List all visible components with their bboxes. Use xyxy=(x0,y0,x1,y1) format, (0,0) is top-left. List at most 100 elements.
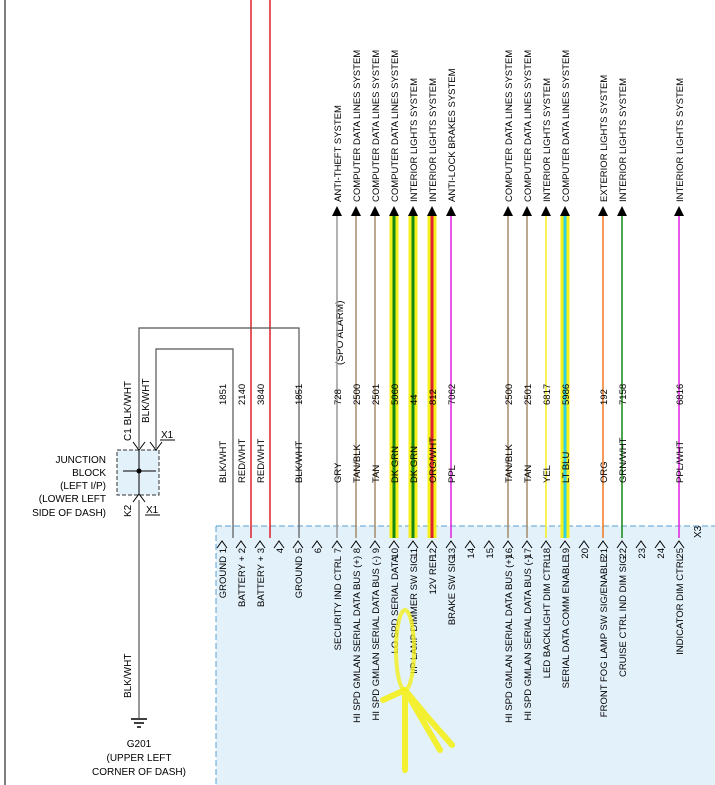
pin-17-color: TAN xyxy=(523,465,534,483)
pin-15-number: 15 xyxy=(485,548,496,559)
pin-12-arrow xyxy=(427,206,437,216)
pin-17-connector xyxy=(521,540,533,549)
junction-splice-dot xyxy=(136,468,142,474)
pin-5-function: GROUND xyxy=(294,556,305,598)
pin-7-color: GRY xyxy=(333,462,344,483)
pin-18-color: YEL xyxy=(542,465,553,483)
pin-23-connector xyxy=(635,540,647,549)
pin-9-color: TAN xyxy=(371,465,382,483)
pin-11-color: DK GRN xyxy=(409,446,420,483)
pin-19-system-label: COMPUTER DATA LINES SYSTEM xyxy=(561,50,572,202)
pin-2-connector xyxy=(235,540,247,549)
pin-18-system-label: INTERIOR LIGHTS SYSTEM xyxy=(542,78,553,202)
pin-5-connector xyxy=(292,540,304,549)
pin-2-number: 2 xyxy=(237,548,248,553)
pin-21-system-label: EXTERIOR LIGHTS SYSTEM xyxy=(599,75,610,202)
pin-25-arrow xyxy=(674,206,684,216)
pin-4-number: 4 xyxy=(275,548,286,553)
pin-7-circuit: 728 xyxy=(333,389,344,405)
pin-19-color: LT BLU xyxy=(561,452,572,483)
pin-18-function: LED BACKLIGHT DIM CTRL xyxy=(542,556,553,678)
pin-11-arrow xyxy=(408,206,418,216)
pin-22-connector xyxy=(616,540,628,549)
pin-24-number: 24 xyxy=(656,548,667,559)
pin-1-connector xyxy=(216,540,228,549)
pin-13-number: 13 xyxy=(447,548,458,559)
pin-19-function: SERIAL DATA COMM ENABLE xyxy=(561,556,572,688)
junction-wire-top-right: BLK/WHT xyxy=(141,379,152,423)
pin-16-number: 16 xyxy=(504,548,515,559)
pin-7-system-label: ANTI-THEFT SYSTEM xyxy=(333,105,344,202)
pin-13-connector xyxy=(445,540,457,549)
pin-7-number: 7 xyxy=(333,548,344,553)
junction-block-label-4: SIDE OF DASH) xyxy=(32,508,106,519)
pin-2-color: RED/WHT xyxy=(237,438,248,483)
pin-9-circuit: 2501 xyxy=(371,384,382,405)
pin-16-system-label: COMPUTER DATA LINES SYSTEM xyxy=(504,50,515,202)
pin-21-number: 21 xyxy=(599,548,610,559)
pin-5-circuit: 1851 xyxy=(294,384,305,405)
pin-9-number: 9 xyxy=(371,548,382,553)
pin-21-function: FRONT FOG LAMP SW SIG/ENABLE xyxy=(599,556,610,717)
pin-19-arrow xyxy=(560,206,570,216)
pin-6-number: 6 xyxy=(313,548,324,553)
pin-22-arrow xyxy=(617,206,627,216)
pin-25-circuit: 6816 xyxy=(675,384,686,405)
pin-6-connector xyxy=(311,540,323,549)
pin-16-arrow xyxy=(503,206,513,216)
pin-22-number: 22 xyxy=(618,548,629,559)
pin-8-color: TAN/BLK xyxy=(352,443,363,483)
junction-block-label-2: (LEFT I/P) xyxy=(60,481,106,492)
wire-ground-pin-5 xyxy=(138,327,300,538)
pin-11-function: I/P LAMP DIMMER SW SIG xyxy=(409,556,420,674)
pin-3-function: BATTERY + xyxy=(256,556,267,607)
pin-22-color: GRN/WHT xyxy=(618,437,629,483)
pin-8-circuit: 2500 xyxy=(352,384,363,405)
pin-11-system-label: INTERIOR LIGHTS SYSTEM xyxy=(409,78,420,202)
pin-8-arrow xyxy=(351,206,361,216)
pin-8-function: HI SPD GMLAN SERIAL DATA BUS (+) xyxy=(352,556,363,723)
pin-1-color: BLK/WHT xyxy=(218,441,229,483)
pin-13-function: BRAKE SW SIG xyxy=(447,556,458,625)
pin-7-arrow xyxy=(332,206,342,216)
pin-2-circuit: 2140 xyxy=(237,384,248,405)
pin-19-circuit: 5986 xyxy=(561,384,572,405)
pin-10-system-label: COMPUTER DATA LINES SYSTEM xyxy=(390,50,401,202)
pin-10-arrow xyxy=(389,206,399,216)
pin-10-connector xyxy=(388,540,400,549)
junction-connector-top-2 xyxy=(149,441,163,451)
pin-21-connector xyxy=(597,540,609,549)
pin-12-circuit: 812 xyxy=(428,389,439,405)
pin-17-number: 17 xyxy=(523,548,534,559)
pin-18-number: 18 xyxy=(542,548,553,559)
pin-18-arrow xyxy=(541,206,551,216)
pin-8-system-label: COMPUTER DATA LINES SYSTEM xyxy=(352,50,363,202)
pin-12-system-label: INTERIOR LIGHTS SYSTEM xyxy=(428,78,439,202)
ground-label-1: CORNER OF DASH) xyxy=(92,767,186,778)
pin-2-function: BATTERY + xyxy=(237,556,248,607)
spo-alarm-label: (SPO ALARM) xyxy=(335,301,346,365)
pin-12-color: ORG/WHT xyxy=(428,437,439,483)
pin-25-number: 25 xyxy=(675,548,686,559)
pin-10-color: DK GRN xyxy=(390,446,401,483)
pin-9-connector xyxy=(369,540,381,549)
pin-21-arrow xyxy=(598,206,608,216)
junction-block-label-1: BLOCK xyxy=(72,468,106,479)
pin-3-color: RED/WHT xyxy=(256,438,267,483)
pin-19-number: 19 xyxy=(561,548,572,559)
pin-16-function: HI SPD GMLAN SERIAL DATA BUS (+) xyxy=(504,556,515,723)
pin-7-connector xyxy=(331,540,343,549)
annotation-arrow xyxy=(380,687,455,773)
pin-21-color: ORG xyxy=(599,461,610,483)
junction-x1-bottom: X1 xyxy=(146,505,159,516)
junction-block-label-0: JUNCTION xyxy=(55,455,106,466)
pin-1-circuit: 1851 xyxy=(218,384,229,405)
pin-17-arrow xyxy=(522,206,532,216)
pin-11-number: 11 xyxy=(409,548,420,558)
pin-13-color: PPL xyxy=(447,465,458,483)
pin-25-connector xyxy=(673,540,685,549)
pin-1-function: GROUND xyxy=(218,556,229,598)
pin-10-number: 10 xyxy=(390,548,401,559)
annotation-circle xyxy=(394,608,416,692)
